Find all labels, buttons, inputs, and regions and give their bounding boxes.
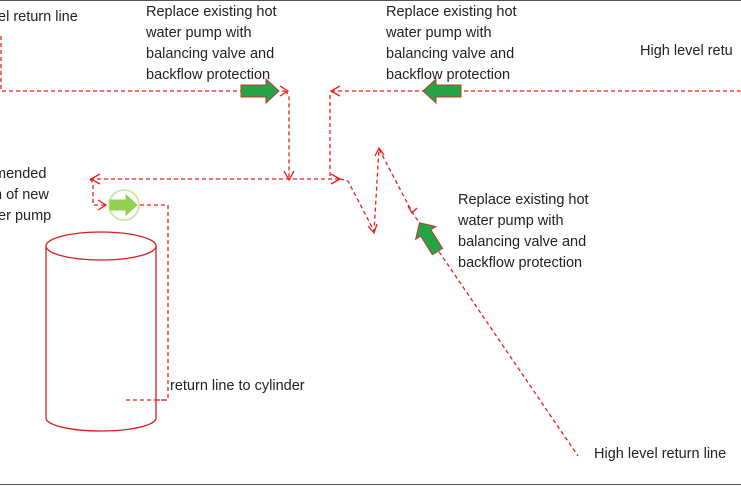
bottom-right-return-label: High level return line: [594, 446, 727, 462]
pump-b-label-line: backflow protection: [386, 67, 511, 83]
pump-a-label-line: balancing valve and: [146, 46, 275, 62]
pump-a-label-line: Replace existing hot: [146, 4, 277, 20]
arrowhead-collector-right: [330, 173, 342, 185]
pump-a-label-line: water pump with: [146, 25, 252, 41]
pump-a-label-line: backflow protection: [146, 67, 271, 83]
pump-c-label: Replace existing hot water pump with bal…: [458, 190, 589, 274]
pump-c-label-line: balancing valve and: [458, 234, 587, 250]
pipe-zigzag: [339, 146, 579, 457]
top-right-return-label: High level retu: [640, 43, 733, 59]
arrowhead-collector-left: [89, 173, 101, 185]
cylinder-icon: [45, 231, 157, 432]
pump-c-label-line: water pump with: [458, 213, 564, 229]
recommended-label-line: mended: [0, 166, 47, 182]
proposed-pump-icon: [108, 189, 140, 221]
recommended-label-line: ter pump: [0, 208, 52, 224]
pipe-return-to-cylinder: [126, 204, 169, 401]
pump-b-label-line: balancing valve and: [386, 46, 515, 62]
frame-top-border: [0, 0, 741, 1]
pipe-drop-a: [284, 90, 290, 179]
pump-c-label-line: backflow protection: [458, 255, 583, 271]
pump-b-label-line: Replace existing hot: [386, 4, 517, 20]
top-left-return-label: el return line: [0, 9, 78, 25]
arrowhead-zigzag-up: [374, 146, 385, 157]
frame-bottom-border: [0, 484, 741, 485]
arrowhead-zigzag-down: [367, 223, 378, 235]
arrowhead-left-end: [329, 85, 341, 97]
arrowhead-drop-a: [283, 170, 295, 182]
arrowhead-top-right: [279, 85, 290, 97]
pump-b-label-line: water pump with: [386, 25, 492, 41]
pipe-arrowheads: [89, 85, 418, 235]
pump-a-arrow-icon: [240, 77, 280, 105]
recommended-label-line: n of new: [0, 187, 49, 203]
pipe-top-right: [329, 90, 741, 179]
return-to-cylinder-label: return line to cylinder: [170, 378, 305, 394]
pipe-to-new-pump: [89, 178, 108, 206]
pump-c-label-line: Replace existing hot: [458, 192, 589, 208]
arrowhead-branch-right: [97, 199, 108, 211]
pump-b-label: Replace existing hot water pump with bal…: [386, 2, 517, 86]
recommended-pump-label: mended n of new ter pump: [0, 164, 51, 227]
pump-a-label: Replace existing hot water pump with bal…: [146, 2, 277, 86]
arrowhead-zigzag-end: [407, 205, 418, 215]
pump-b-arrow-icon: [422, 77, 462, 105]
pump-c-arrow-icon: [414, 222, 444, 256]
